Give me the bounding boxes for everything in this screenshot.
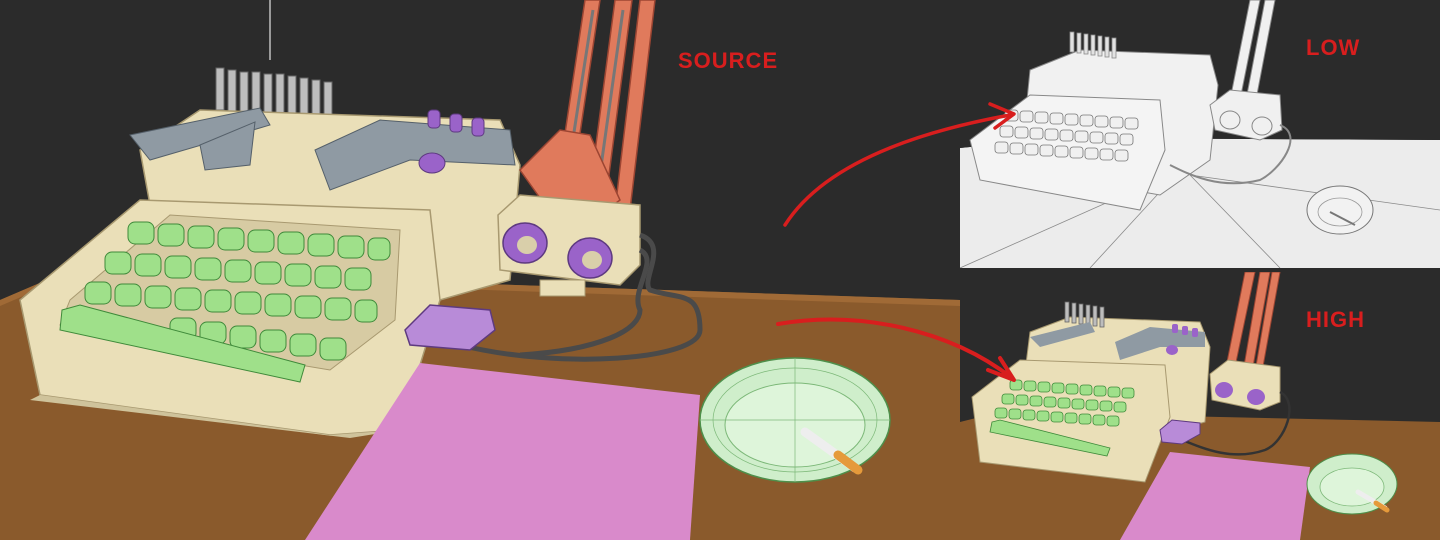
source-scene-illustration: [0, 0, 960, 540]
high-render-illustration: [960, 272, 1440, 540]
low-label: LOW: [1306, 35, 1361, 60]
high-label: HIGH: [1306, 307, 1365, 332]
source-label: SOURCE: [678, 48, 779, 73]
high-render-panel: HIGH: [960, 272, 1440, 540]
source-render-panel: SOURCE: [0, 0, 960, 540]
low-wireframe-illustration: [960, 0, 1440, 268]
low-render-panel: LOW: [960, 0, 1440, 268]
